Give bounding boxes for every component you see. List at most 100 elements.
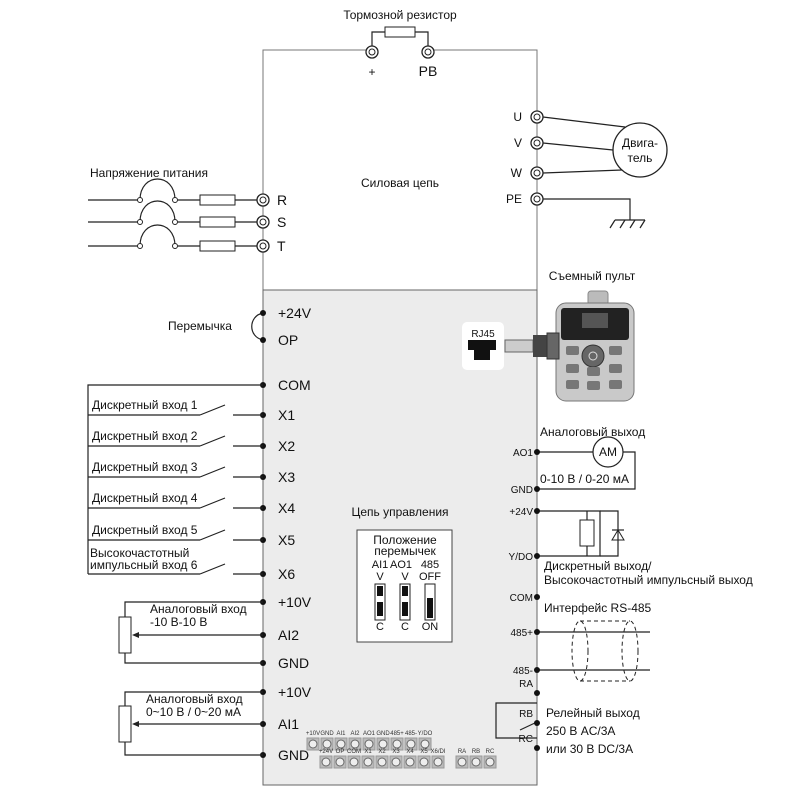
terminal-dot <box>534 667 540 673</box>
brake-resistor-icon <box>384 26 416 38</box>
arrow-icon <box>132 632 139 638</box>
rj45-port-icon <box>462 322 504 370</box>
terminal-label: +10V <box>278 684 312 700</box>
terminal-label: X3 <box>278 469 295 485</box>
brake-wire <box>371 31 385 46</box>
jumper-cap <box>402 602 408 616</box>
relay-rating-ac: 250 В AC/3A <box>546 724 615 738</box>
terminal-label: W <box>511 166 523 180</box>
terminal-W <box>530 166 544 180</box>
motor-label-1: Двига- <box>622 136 658 150</box>
terminal-label: R <box>277 192 287 208</box>
terminal-label: Y/DO <box>509 552 534 563</box>
pot-wire <box>124 691 263 706</box>
screw-icon <box>420 739 430 749</box>
terminal-R <box>256 193 270 207</box>
screw-icon <box>364 739 374 749</box>
terminal-PE <box>530 192 544 206</box>
digital-input-label: Дискретный вход 3 <box>92 460 198 474</box>
screw-icon <box>391 757 401 767</box>
jumper-name: 485 <box>421 559 439 571</box>
terminal-label: +24V <box>278 305 312 321</box>
power-circuit-label: Силовая цепь <box>361 176 439 190</box>
jumper-bottom-label: C <box>401 621 409 633</box>
screw-icon <box>392 739 402 749</box>
jumper-cap <box>377 602 383 616</box>
fuse-icon <box>199 194 236 206</box>
motor-wire-u <box>542 116 626 128</box>
screw-icon <box>308 739 318 749</box>
terminal-label: S <box>277 214 286 230</box>
analog-out-label: Аналоговый выход <box>540 425 645 439</box>
terminal-dot <box>260 310 266 316</box>
screw-icon <box>363 757 373 767</box>
terminal-label: AO1 <box>513 448 533 459</box>
breaker-contact <box>172 243 178 249</box>
motor-icon <box>612 122 668 178</box>
brake-pb-label: PB <box>419 63 438 79</box>
terminal-label: COM <box>510 593 533 604</box>
potentiometer-icon <box>118 705 132 743</box>
jumper-top-label: V <box>401 571 409 583</box>
strip-label: +10V <box>306 731 320 737</box>
terminal-S-ring <box>259 218 267 226</box>
breaker-contact <box>172 197 178 203</box>
terminal-PE-ring <box>533 195 541 203</box>
screw-icon <box>485 757 495 767</box>
strip-label: X3 <box>392 749 400 755</box>
breaker-contact <box>137 197 143 203</box>
jumper-bottom-label: ON <box>422 621 439 633</box>
jumper-link-wire <box>251 312 264 341</box>
pe-wire <box>543 198 631 220</box>
terminal-label: AI1 <box>278 716 299 732</box>
terminal-V <box>530 136 544 150</box>
terminal-T-ring <box>259 242 267 250</box>
strip-label: X5 <box>420 749 428 755</box>
switch-icon <box>199 563 226 575</box>
fuse-icon <box>199 216 236 228</box>
terminal-label: RB <box>519 709 533 720</box>
strip-label: RA <box>458 749 466 755</box>
switch-icon <box>199 435 226 447</box>
pot-wire <box>124 742 263 756</box>
potentiometer-icon <box>118 616 132 654</box>
twisted-pair-icon <box>537 620 650 682</box>
keypad-title: Съемный пульт <box>549 269 636 283</box>
fuse-icon <box>199 240 236 252</box>
breaker-icon <box>139 200 176 223</box>
do-label-2: Высокочастотный импульсный выход <box>544 573 753 587</box>
jumper-cap <box>427 598 433 608</box>
terminal-dot <box>534 720 540 726</box>
motor-wire-w <box>542 169 623 174</box>
hf-input-label-1: Высокочастотный <box>90 546 189 560</box>
jumper-top-label: V <box>376 571 384 583</box>
switch-icon <box>199 497 226 509</box>
terminal-label: X6 <box>278 566 295 582</box>
terminal-label: RC <box>519 734 533 745</box>
analog-out-range: 0-10 В / 0-20 мА <box>540 472 629 486</box>
keypad-icon[interactable] <box>504 290 635 402</box>
terminal-label: +24V <box>509 507 533 518</box>
jumper-cap <box>402 586 408 596</box>
digital-input-label: Дискретный вход 1 <box>92 398 198 412</box>
terminal-label: X2 <box>278 438 295 454</box>
screw-icon <box>433 757 443 767</box>
screw-icon <box>457 757 467 767</box>
strip-label: X1 <box>364 749 372 755</box>
terminal-label: +10V <box>278 594 312 610</box>
terminal-dot <box>534 553 540 559</box>
switch-icon <box>199 466 226 478</box>
strip-label: 485- <box>405 731 417 737</box>
com-bus <box>87 384 263 574</box>
terminal-label: X5 <box>278 532 295 548</box>
jumper-name: AI1 <box>372 559 389 571</box>
pot-wire <box>124 653 263 664</box>
breaker-contact <box>172 219 178 225</box>
screw-icon <box>322 739 332 749</box>
strip-label: 485+ <box>390 731 404 737</box>
strip-label: X6/DI <box>430 749 445 755</box>
screw-icon <box>335 757 345 767</box>
terminal-label: OP <box>278 332 298 348</box>
strip-label: Y/DO <box>418 731 433 737</box>
rj45-label: RJ45 <box>471 329 495 340</box>
